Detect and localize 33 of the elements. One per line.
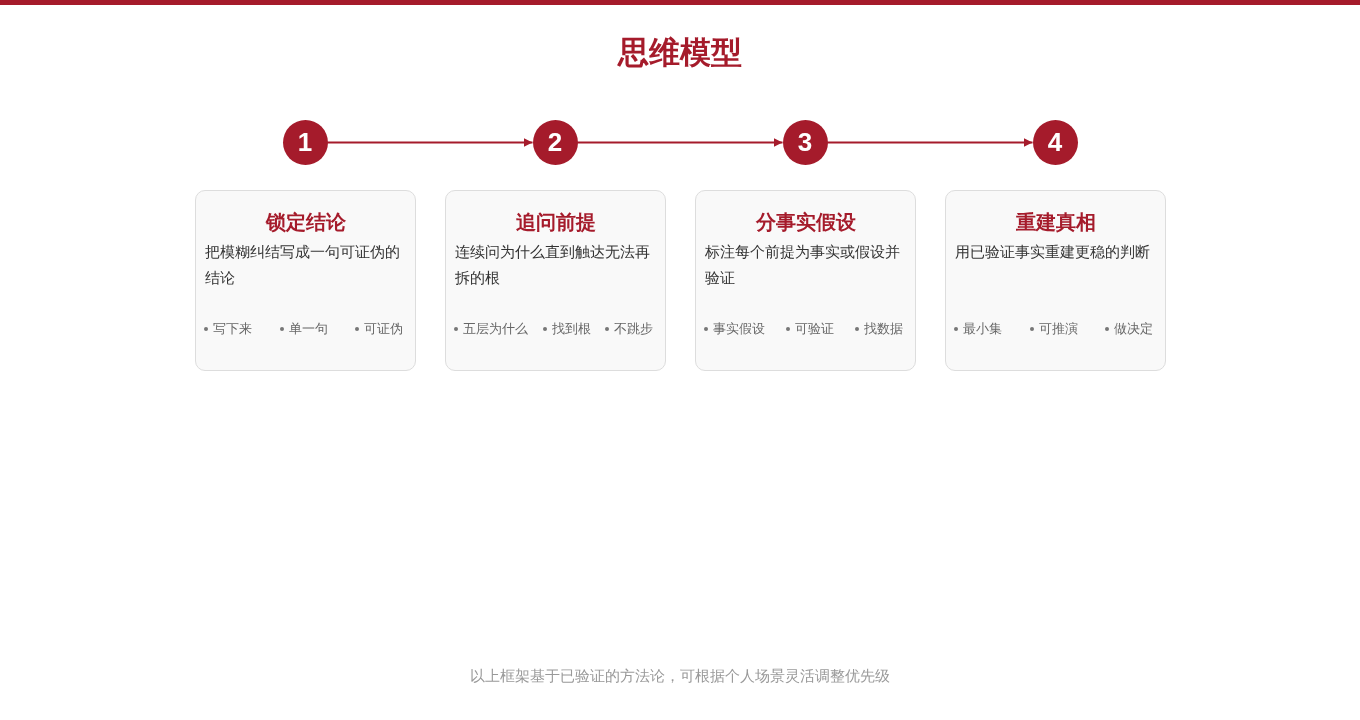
- keyword: 做决定: [1114, 320, 1153, 338]
- keyword: 不跳步: [614, 320, 653, 338]
- keyword: 写下来: [213, 320, 252, 338]
- step-card: [445, 190, 666, 371]
- number-circle: 1: [282, 120, 328, 165]
- keyword: 五层为什么: [463, 320, 528, 338]
- card-title: 分事实假设: [754, 210, 857, 235]
- card-text: 连续问为什么直到触达无法再拆的根: [455, 242, 651, 288]
- arrow: [576, 138, 784, 147]
- step-card: [695, 190, 916, 371]
- arrow: [826, 138, 1034, 147]
- step-card: [945, 190, 1166, 371]
- number-circle: 3: [782, 120, 828, 165]
- page-title: 思维模型: [618, 34, 742, 72]
- keyword: 可验证: [795, 320, 834, 338]
- keyword: 找到根: [551, 320, 591, 338]
- keyword: 可推演: [1038, 320, 1078, 338]
- keyword: 最小集: [963, 320, 1002, 338]
- arrow: [326, 138, 534, 147]
- step-card: [195, 190, 416, 371]
- card-title: 重建真相: [1014, 210, 1097, 235]
- number-circle: 2: [532, 120, 578, 165]
- card-title: 追问前提: [514, 210, 597, 235]
- card-text: 用已验证事实重建更稳的判断: [955, 242, 1151, 262]
- number-circle: 4: [1032, 120, 1078, 165]
- keyword: 找数据: [864, 320, 903, 338]
- keyword: 可证伪: [364, 320, 403, 338]
- keyword: 单一句: [288, 320, 328, 338]
- card-text: 标注每个前提为事实或假设并验证: [705, 242, 901, 288]
- keyword: 事实假设: [713, 320, 765, 338]
- card-text: 把模糊纠结写成一句可证伪的结论: [205, 242, 401, 288]
- card-title: 锁定结论: [264, 210, 347, 235]
- footer-note: 以上框架基于已验证的方法论，可根据个人场景灵活调整优先级: [470, 666, 890, 686]
